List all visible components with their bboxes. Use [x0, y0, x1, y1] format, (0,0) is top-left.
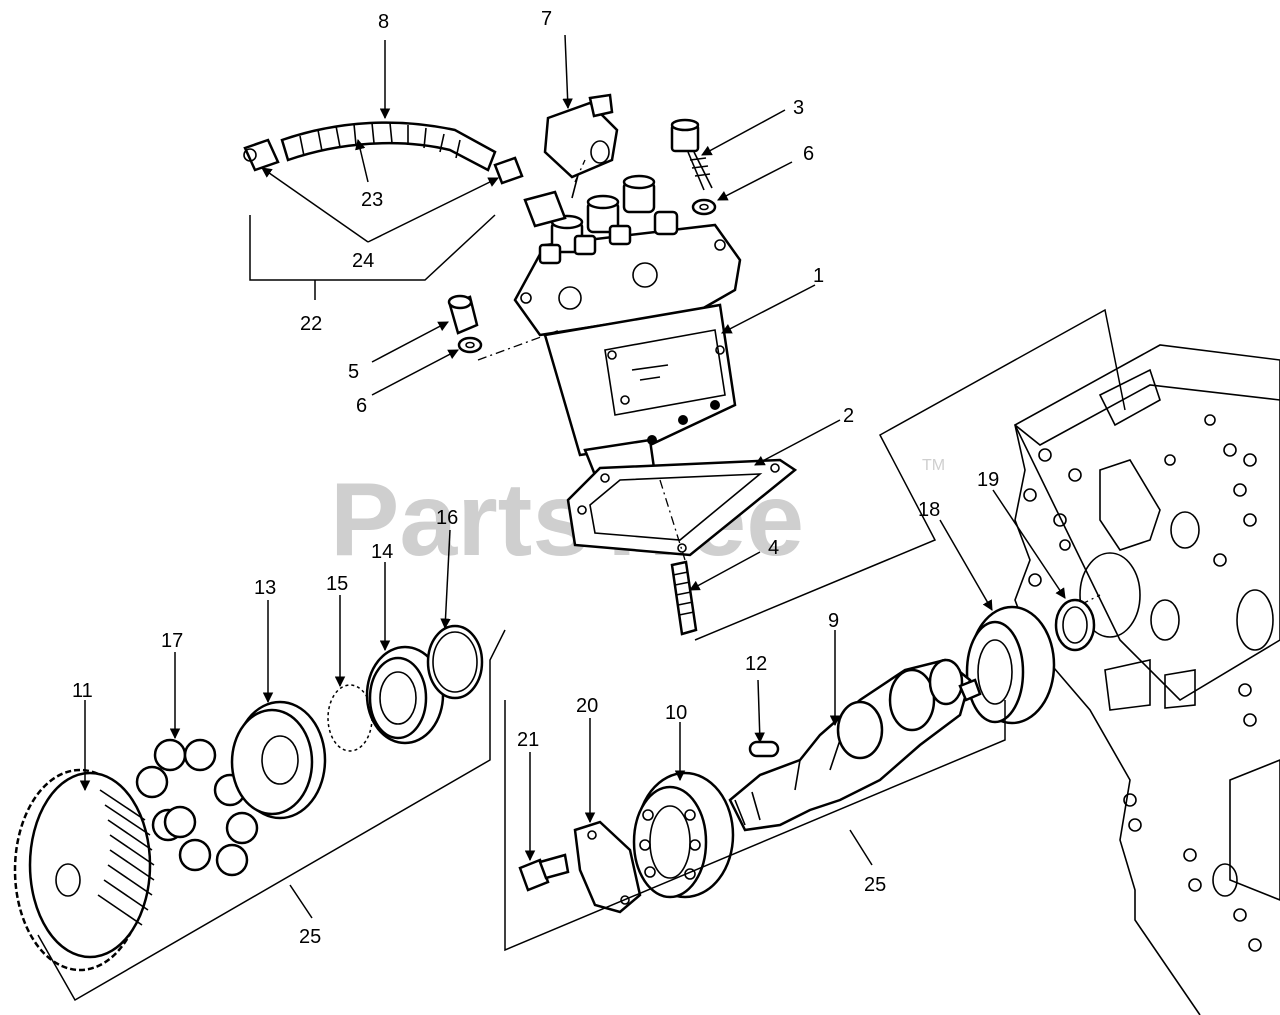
block-bolt-holes: [1023, 414, 1262, 952]
callout-5: 5: [348, 361, 359, 383]
callout-19: 19: [977, 469, 999, 491]
callout-17: 17: [161, 630, 183, 652]
washer-upper: [691, 198, 717, 216]
callout-21: 21: [517, 729, 539, 751]
callout-7: 7: [541, 8, 552, 30]
callout-labels: 1 2 3 4 5 6 6 7 8 9 10 11 12 13 14 15 16…: [72, 8, 999, 948]
bearing-14: [365, 645, 445, 745]
callout-1: 1: [813, 265, 824, 287]
callout-15: 15: [326, 573, 348, 595]
callout-12: 12: [745, 653, 767, 675]
ball-race: [327, 684, 373, 752]
governor-sleeve: [230, 700, 327, 820]
fuel-return-hose: [243, 121, 524, 185]
snap-ring-16: [426, 624, 484, 700]
cam-gear: [13, 768, 155, 972]
callout-23: 23: [361, 189, 383, 211]
engine-block: [1013, 344, 1280, 1015]
callout-22: 22: [300, 313, 322, 335]
bearing-retainer: [573, 820, 642, 914]
pump-bolt: [670, 118, 713, 191]
callout-9: 9: [828, 610, 839, 632]
callout-18: 18: [918, 499, 940, 521]
callout-3: 3: [793, 97, 804, 119]
fuel-solenoid: [543, 93, 619, 199]
callout-11: 11: [72, 680, 93, 702]
bearing-10: [632, 771, 735, 899]
bearing-18: [965, 605, 1056, 725]
callout-25-camshaft: 25: [864, 874, 886, 896]
callout-14: 14: [371, 541, 393, 563]
camshaft: [728, 658, 982, 832]
callout-2: 2: [843, 405, 854, 427]
callout-16: 16: [436, 507, 458, 529]
retainer-bolt: [518, 853, 570, 892]
callout-8: 8: [378, 11, 389, 33]
pump-gasket: [566, 458, 798, 557]
callout-13: 13: [254, 577, 276, 599]
leader-lines: [79, 34, 1126, 919]
callout-24: 24: [352, 250, 374, 272]
callout-20: 20: [576, 695, 598, 717]
injection-pump: [513, 174, 742, 477]
washer-lower: [457, 336, 483, 354]
stud: [670, 560, 698, 636]
callout-6-lower: 6: [356, 395, 367, 417]
callout-25-gear: 25: [299, 926, 321, 948]
callout-6-upper: 6: [803, 143, 814, 165]
watermark-trademark: TM: [922, 457, 945, 474]
callout-10: 10: [665, 702, 687, 724]
callout-4: 4: [768, 537, 779, 559]
nut: [447, 294, 479, 335]
ball-set: [135, 738, 259, 877]
woodruff-key: [748, 740, 780, 758]
